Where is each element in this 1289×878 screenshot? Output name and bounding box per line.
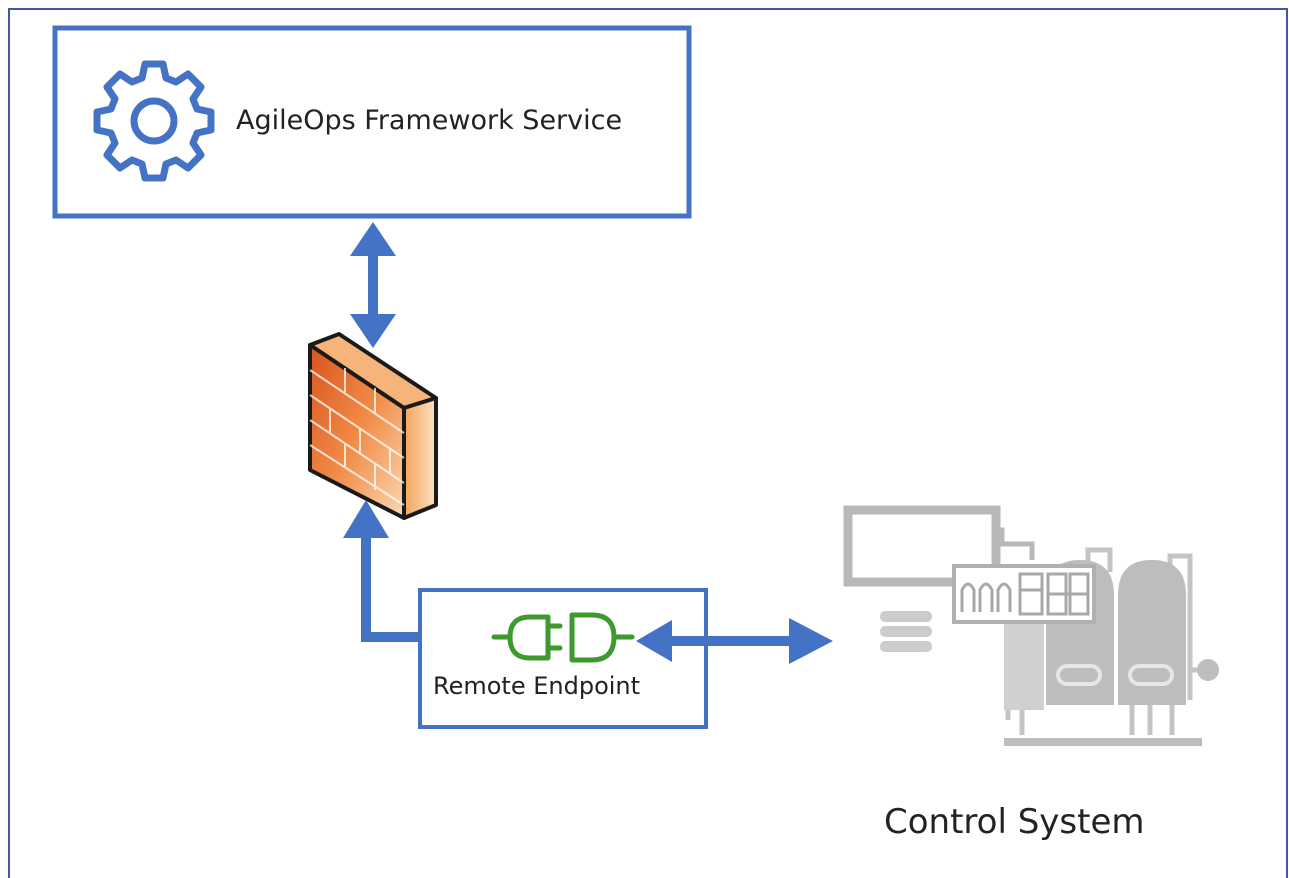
endpoint-label: Remote Endpoint: [433, 672, 640, 700]
endpoint-box: [418, 588, 708, 729]
service-label: AgileOps Framework Service: [236, 105, 622, 136]
control-panel-icon: [952, 564, 1096, 624]
control-system-icon: [843, 505, 1219, 746]
plug-connector-icon: [491, 612, 635, 663]
arrow-service-firewall: [350, 222, 396, 348]
gear-icon: [93, 60, 215, 182]
diagram-frame: [8, 8, 1288, 878]
storage-stack-icon: [880, 611, 932, 652]
arrow-endpoint-control: [636, 618, 833, 664]
endpoint-node: Remote Endpoint: [418, 588, 708, 729]
monitor-icon: [843, 505, 1001, 587]
firewall-icon: [308, 332, 438, 520]
service-box: [52, 25, 692, 219]
service-node: AgileOps Framework Service: [52, 25, 692, 219]
control-system-label: Control System: [884, 802, 1145, 842]
